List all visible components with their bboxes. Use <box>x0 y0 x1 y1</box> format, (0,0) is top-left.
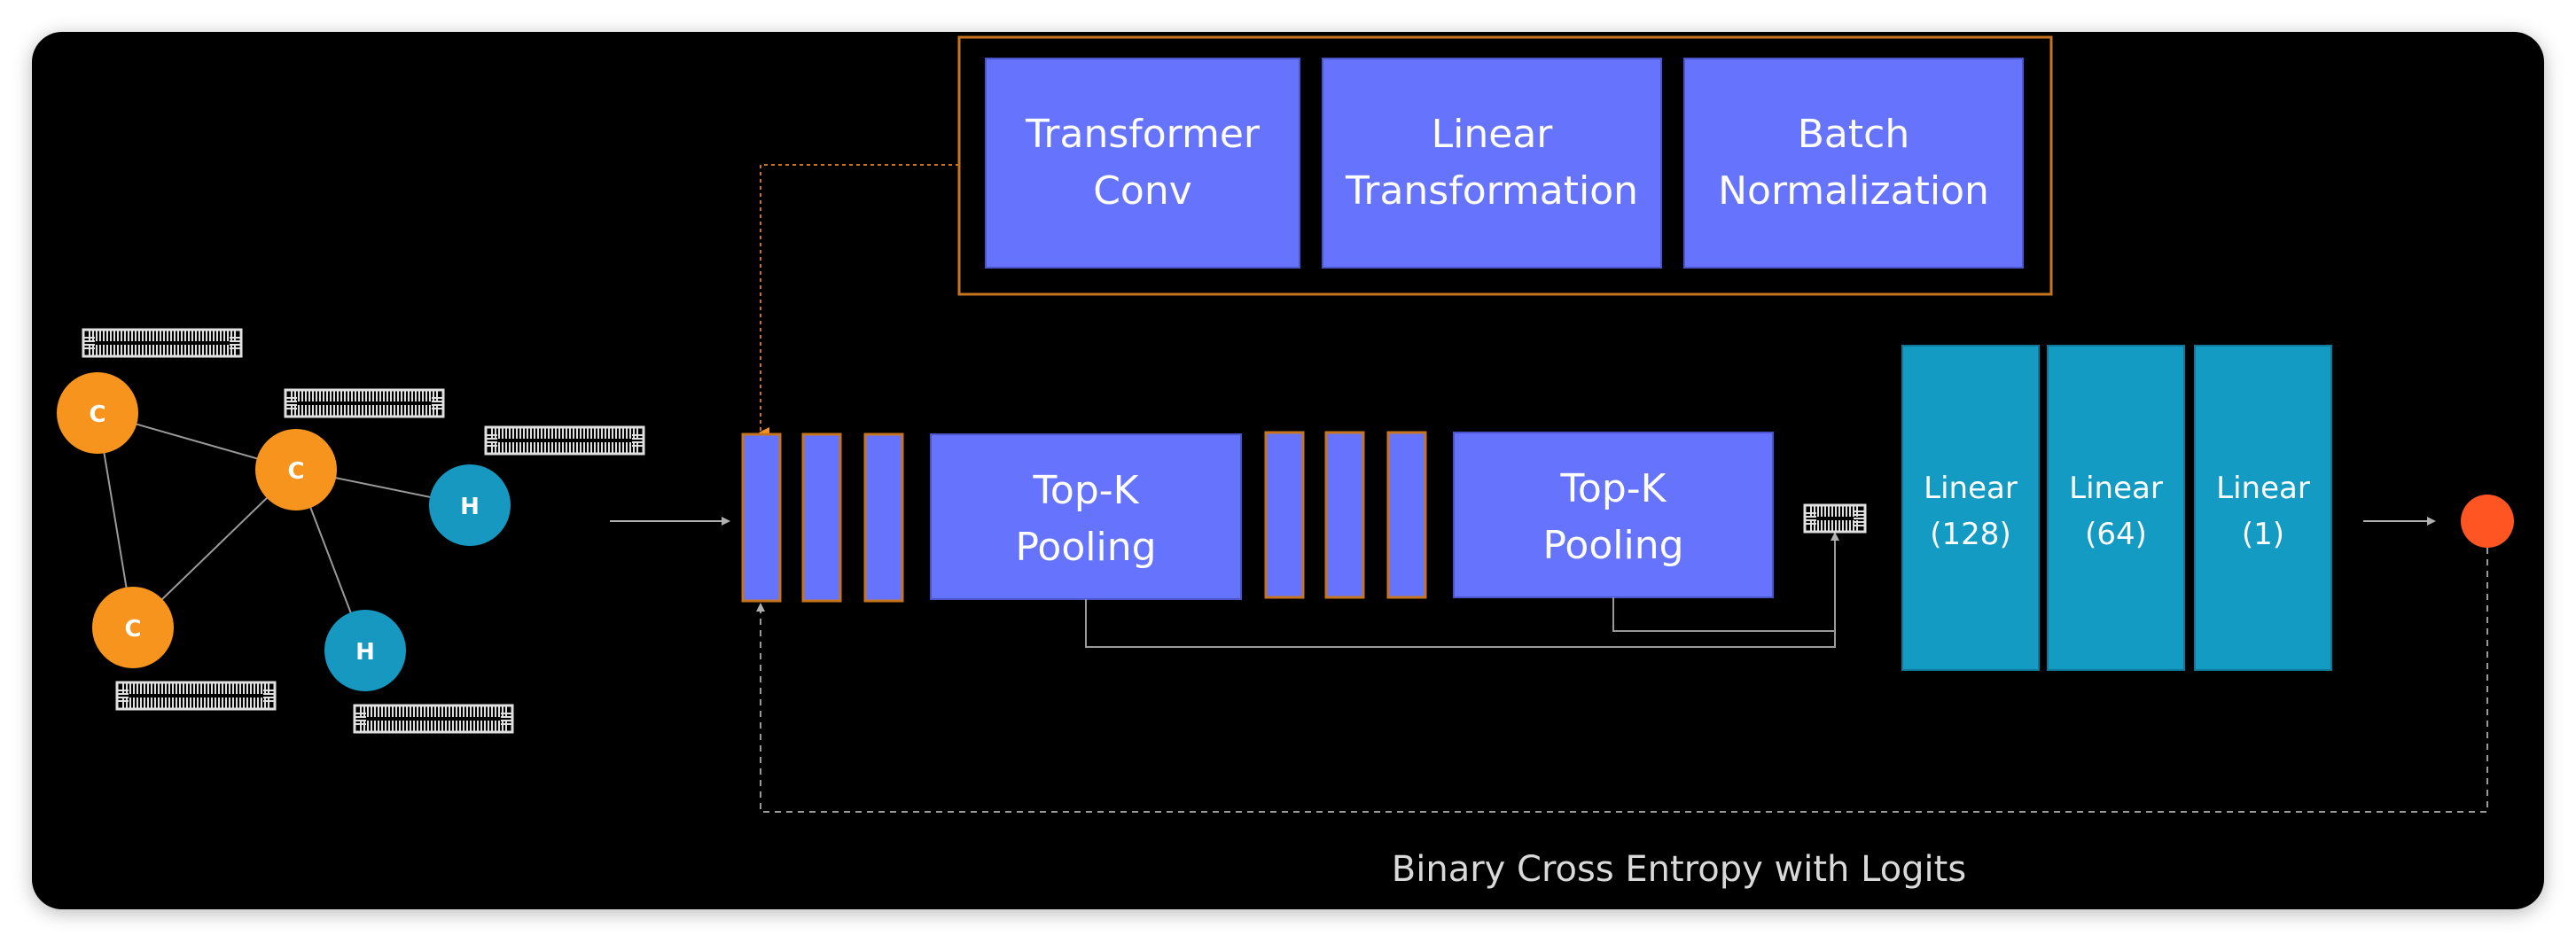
atom-label: H <box>460 494 480 520</box>
conv-layer-detail: Transformer Conv Linear Transformation B… <box>957 35 2053 296</box>
linear-transformation-block: Linear Transformation <box>1322 58 1662 269</box>
atom-node-carbon: C <box>255 429 337 510</box>
block-label-line2: Normalization <box>1718 168 1989 214</box>
block-label-line1: Batch <box>1798 112 1909 157</box>
batch-normalization-block: Batch Normalization <box>1683 58 2024 269</box>
pooling-label-line1: Top-K <box>1560 466 1667 511</box>
gnn-architecture-diagram: C C C H H Transformer <box>57 35 2514 890</box>
feature-vector <box>284 388 445 418</box>
conv-layer <box>801 433 842 603</box>
aggregated-vector <box>1803 503 1867 534</box>
transformer-conv-block: Transformer Conv <box>985 58 1300 269</box>
pooling-label-line2: Pooling <box>1015 525 1156 570</box>
readout-connector-1 <box>1085 532 1839 648</box>
atom-label: C <box>89 401 105 428</box>
readout-connector-2 <box>1612 597 1835 632</box>
feature-vector <box>115 681 277 711</box>
linear-label-line2: (128) <box>1930 517 2010 552</box>
top-k-pooling-block-2: Top-K Pooling <box>1453 432 1774 598</box>
block-label-line1: Linear <box>1432 112 1554 157</box>
conv-layer <box>1386 431 1427 599</box>
pooling-label-line2: Pooling <box>1542 523 1683 568</box>
atom-label: H <box>355 639 375 666</box>
diagram-frame: C C C H H Transformer <box>32 32 2544 909</box>
molecule-graph: C C C H H <box>57 328 645 734</box>
conv-layers-stack-1 <box>741 433 904 603</box>
conv-layer <box>863 433 904 603</box>
conv-layer <box>741 433 782 603</box>
loss-feedback-loop <box>756 548 2488 813</box>
conv-layers-stack-2 <box>1264 431 1427 599</box>
pooling-label-line1: Top-K <box>1033 468 1140 513</box>
conv-layer <box>1264 431 1305 599</box>
block-label-line2: Transformation <box>1345 168 1638 214</box>
feature-vector <box>484 425 645 456</box>
atom-node-carbon: C <box>57 372 138 454</box>
atom-label: C <box>124 616 141 643</box>
linear-layer-128: Linear (128) <box>1901 345 2040 671</box>
output-node <box>2461 495 2514 548</box>
feature-vector <box>353 704 514 734</box>
atom-label: C <box>287 458 304 485</box>
block-label-line1: Transformer <box>1025 112 1261 157</box>
node-feature-vectors <box>82 328 645 734</box>
linear-label-line2: (64) <box>2085 517 2147 552</box>
linear-label-line1: Linear <box>1924 471 2018 506</box>
linear-label-line1: Linear <box>2216 471 2310 506</box>
feature-vector <box>82 328 243 358</box>
loss-caption: Binary Cross Entropy with Logits <box>1392 849 1966 890</box>
top-k-pooling-block-1: Top-K Pooling <box>930 433 1242 600</box>
linear-layer-64: Linear (64) <box>2047 345 2185 671</box>
molecule-nodes: C C C H H <box>57 372 511 691</box>
linear-label-line2: (1) <box>2242 517 2284 552</box>
atom-node-carbon: C <box>92 587 174 668</box>
linear-layer-1: Linear (1) <box>2194 345 2332 671</box>
conv-layer <box>1324 431 1365 599</box>
block-label-line2: Conv <box>1093 168 1192 214</box>
linear-label-line1: Linear <box>2069 471 2163 506</box>
atom-node-hydrogen: H <box>324 610 406 691</box>
detail-connector <box>759 164 959 438</box>
atom-node-hydrogen: H <box>429 464 511 546</box>
